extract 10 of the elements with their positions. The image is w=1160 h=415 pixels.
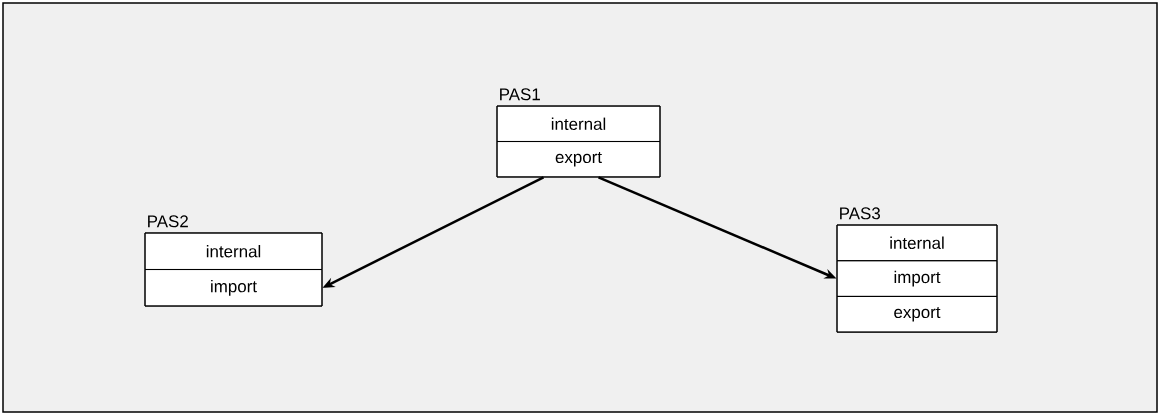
compartment-box: internal	[836, 224, 998, 262]
compartment-box: export	[836, 295, 998, 333]
node-label: PAS1	[500, 88, 540, 101]
compartment-box: internal	[496, 105, 661, 143]
compartment-box: import	[144, 269, 323, 307]
node-label: PAS2	[148, 215, 188, 228]
node-label: PAS3	[840, 207, 881, 220]
compartment-box: export	[496, 140, 661, 178]
compartment-box: import	[836, 260, 998, 297]
compartment-box: internal	[144, 232, 323, 270]
